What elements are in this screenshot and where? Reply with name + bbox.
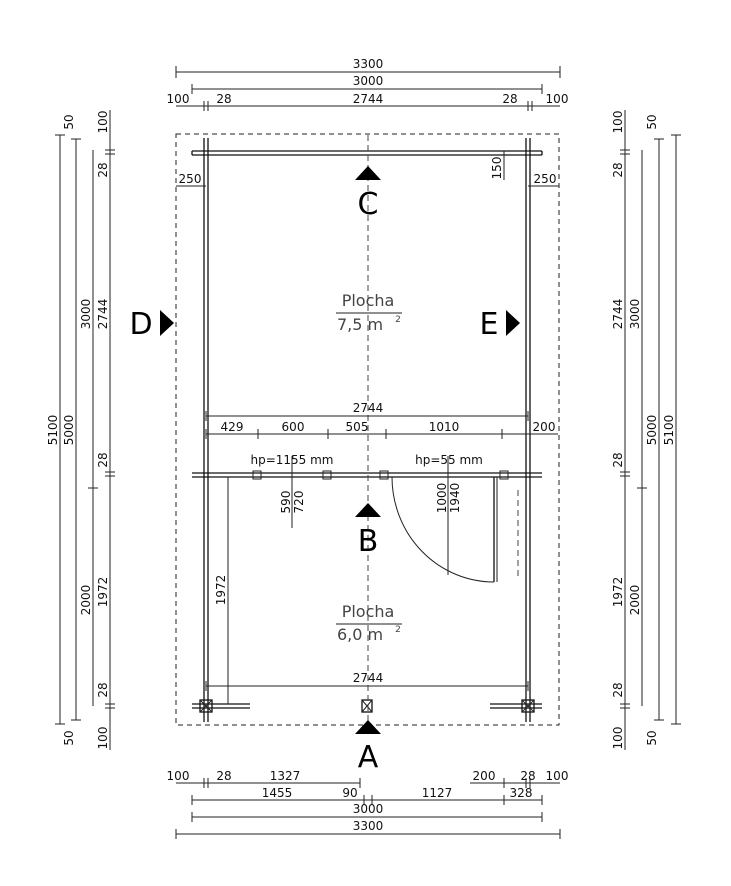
dim-bot-28-left: 28 xyxy=(216,769,231,783)
door-width-1000: 1000 xyxy=(435,483,449,514)
left-dimensions: 5100 5000 3000 2000 28 2744 28 1972 28 5… xyxy=(46,110,115,750)
dim-overhang-left: 250 xyxy=(179,172,202,186)
section-c-arrow xyxy=(355,166,381,180)
dim-left-5000: 5000 xyxy=(62,415,76,446)
inner-dimensions: 250 250 150 2744 429 600 505 1010 200 hp… xyxy=(176,151,559,691)
dim-bot-1127: 1127 xyxy=(422,786,453,800)
room-lower-area-sup: 2 xyxy=(395,625,401,635)
dim-part-505: 505 xyxy=(346,420,369,434)
section-e-label: E xyxy=(480,307,499,342)
dim-right-3000: 3000 xyxy=(628,299,642,330)
dim-right-5000: 5000 xyxy=(645,415,659,446)
dim-overhang-right: 250 xyxy=(534,172,557,186)
dim-part-1010: 1010 xyxy=(429,420,460,434)
dim-right-100-top: 100 xyxy=(611,111,625,134)
section-e-arrow xyxy=(506,310,520,336)
dim-bot-90: 90 xyxy=(342,786,357,800)
door-hp-label: hp=55 mm xyxy=(415,453,483,467)
room-upper-label: Plocha xyxy=(342,291,395,310)
section-a-arrow xyxy=(355,720,381,734)
section-e-marker: E xyxy=(480,307,520,342)
section-b-arrow xyxy=(355,503,381,517)
door-swing xyxy=(391,476,498,583)
dim-part-600: 600 xyxy=(282,420,305,434)
section-b-marker: B xyxy=(355,503,381,559)
dim-part-200: 200 xyxy=(533,420,556,434)
dim-right-28-top: 28 xyxy=(611,162,625,177)
door-height-1940: 1940 xyxy=(448,483,462,514)
window-width-590: 590 xyxy=(279,491,293,514)
walls xyxy=(191,138,543,722)
dim-top-100-left: 100 xyxy=(167,92,190,106)
dim-right-50-top: 50 xyxy=(645,114,659,129)
dim-bot-328: 328 xyxy=(510,786,533,800)
section-a-marker: A xyxy=(355,720,381,775)
dim-left-28-bottom: 28 xyxy=(96,682,110,697)
section-c-label: C xyxy=(358,187,379,222)
top-dimensions: 3300 3000 100 28 2744 28 100 xyxy=(167,57,569,111)
dim-bot-3300: 3300 xyxy=(353,819,384,833)
dim-left-5100: 5100 xyxy=(46,415,60,446)
dim-ridge-150: 150 xyxy=(490,157,504,180)
dim-bot-3000: 3000 xyxy=(353,802,384,816)
dim-bot-1327: 1327 xyxy=(270,769,301,783)
dim-top-3000: 3000 xyxy=(353,74,384,88)
dim-right-2744: 2744 xyxy=(611,299,625,330)
dim-right-5100: 5100 xyxy=(662,415,676,446)
dim-left-28-mid: 28 xyxy=(96,452,110,467)
dim-bot-100-left: 100 xyxy=(167,769,190,783)
room-lower-area: 6,0 m xyxy=(337,625,383,644)
dim-left-50-bottom: 50 xyxy=(62,730,76,745)
dim-bot-28-right: 28 xyxy=(520,769,535,783)
dim-lower-width: 2744 xyxy=(353,671,384,685)
dim-left-100-top: 100 xyxy=(96,111,110,134)
dim-right-28-mid: 28 xyxy=(611,452,625,467)
room-upper: Plocha 7,5 m 2 xyxy=(336,291,402,334)
window-height-720: 720 xyxy=(292,491,306,514)
room-lower-label: Plocha xyxy=(342,602,395,621)
dim-top-2744: 2744 xyxy=(353,92,384,106)
dim-upper-width: 2744 xyxy=(353,401,384,415)
dim-left-2000: 2000 xyxy=(79,585,93,616)
dim-bot-1455: 1455 xyxy=(262,786,293,800)
dim-right-2000: 2000 xyxy=(628,585,642,616)
dim-part-429: 429 xyxy=(221,420,244,434)
dim-lower-height: 1972 xyxy=(214,575,228,606)
dim-top-28-right: 28 xyxy=(502,92,517,106)
dim-right-50-bottom: 50 xyxy=(645,730,659,745)
dim-left-50-top: 50 xyxy=(62,114,76,129)
dim-left-3000: 3000 xyxy=(79,299,93,330)
dim-right-28-bottom: 28 xyxy=(611,682,625,697)
dim-bot-100-right: 100 xyxy=(546,769,569,783)
dim-right-100-bottom: 100 xyxy=(611,727,625,750)
dim-left-28-top: 28 xyxy=(96,162,110,177)
dim-right-1972: 1972 xyxy=(611,577,625,608)
dim-left-1972: 1972 xyxy=(96,577,110,608)
dim-top-3300: 3300 xyxy=(353,57,384,71)
dim-left-100-bottom: 100 xyxy=(96,727,110,750)
section-a-label: A xyxy=(358,740,379,775)
right-dimensions: 28 2744 28 1972 28 3000 2000 5000 5100 1… xyxy=(611,110,681,750)
section-b-label: B xyxy=(358,524,379,559)
dim-left-2744: 2744 xyxy=(96,299,110,330)
room-upper-area-sup: 2 xyxy=(395,315,401,325)
section-d-arrow xyxy=(160,310,174,336)
dim-bot-200: 200 xyxy=(473,769,496,783)
dim-top-28-left: 28 xyxy=(216,92,231,106)
section-d-label: D xyxy=(129,307,152,342)
section-d-marker: D xyxy=(129,307,174,342)
section-c-marker: C xyxy=(355,166,381,222)
room-lower: Plocha 6,0 m 2 xyxy=(336,602,402,644)
dim-top-100-right: 100 xyxy=(546,92,569,106)
room-upper-area: 7,5 m xyxy=(337,315,383,334)
bottom-dimensions: 100 28 1327 200 28 100 1455 90 1127 328 … xyxy=(167,769,569,839)
